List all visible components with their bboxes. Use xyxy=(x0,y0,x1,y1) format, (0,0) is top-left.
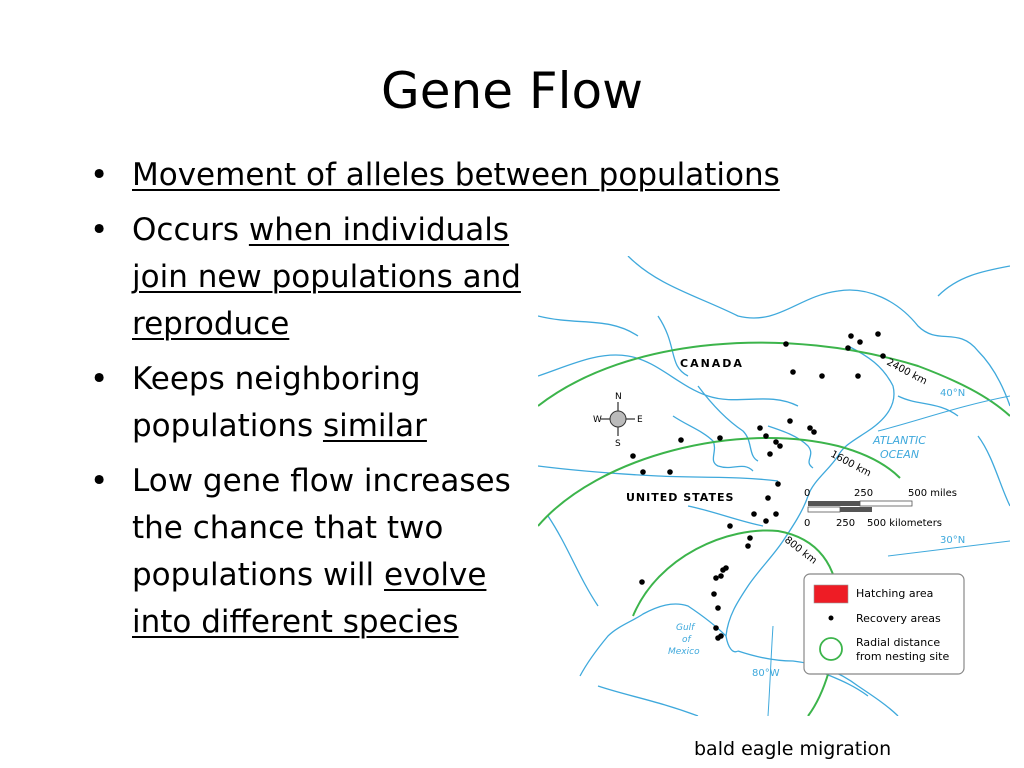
svg-text:E: E xyxy=(637,415,643,425)
recovery-dot xyxy=(773,439,779,445)
recovery-dot xyxy=(880,353,886,359)
map-legend: Hatching area Recovery areas Radial dist… xyxy=(803,573,965,675)
svg-text:N: N xyxy=(615,392,622,402)
label-lon-80: 80°W xyxy=(752,668,780,679)
recovery-dot xyxy=(845,345,851,351)
bullet-item: • Low gene flow increases the chance that… xyxy=(88,458,548,646)
label-canada: CANADA xyxy=(680,357,744,370)
recovery-dot xyxy=(723,565,729,571)
slide-title: Gene Flow xyxy=(381,62,643,120)
recovery-dot xyxy=(875,331,881,337)
recovery-dot xyxy=(765,495,771,501)
recovery-dot xyxy=(667,469,673,475)
label-united-states: UNITED STATES xyxy=(626,491,734,504)
label-mexico: Mexico xyxy=(668,647,700,657)
bullet-dot-icon: • xyxy=(90,463,109,499)
label-lat-40: 40°N xyxy=(940,388,965,399)
recovery-dot xyxy=(757,425,763,431)
bullet-text: Low gene flow increases the chance that … xyxy=(132,463,511,593)
recovery-dot xyxy=(713,575,719,581)
recovery-dot xyxy=(630,453,636,459)
recovery-dot xyxy=(715,605,721,611)
recovery-dot xyxy=(777,443,783,449)
recovery-dot xyxy=(751,511,757,517)
recovery-dot xyxy=(807,425,813,431)
recovery-dot xyxy=(790,369,796,375)
recovery-dot xyxy=(767,451,773,457)
svg-text:S: S xyxy=(615,439,621,449)
svg-text:Recovery areas: Recovery areas xyxy=(856,612,941,625)
recovery-dot xyxy=(848,333,854,339)
underlined-text: similar xyxy=(322,408,427,444)
hatching-swatch xyxy=(813,584,849,604)
recovery-dot xyxy=(745,543,751,549)
recovery-dot xyxy=(713,625,719,631)
label-ring-800: 800 km xyxy=(782,535,819,567)
scale-bar: 0 250 500 miles 0 250 500 kilometers xyxy=(804,488,957,529)
svg-text:0: 0 xyxy=(804,488,810,499)
compass-icon: N S W E xyxy=(593,392,643,449)
bullet-text: Occurs xyxy=(132,212,249,248)
label-ocean: OCEAN xyxy=(880,448,919,461)
recovery-dot xyxy=(718,573,724,579)
bullet-dot-icon: • xyxy=(90,361,109,397)
recovery-dot xyxy=(747,535,753,541)
svg-text:Hatching area: Hatching area xyxy=(856,587,933,600)
recovery-dots xyxy=(630,331,886,641)
label-gulf: Gulf xyxy=(676,623,696,633)
bullet-list: • Movement of alleles between populations… xyxy=(88,152,780,654)
recovery-dot xyxy=(773,511,779,517)
recovery-dot xyxy=(819,373,825,379)
recovery-dot xyxy=(763,433,769,439)
svg-text:500 miles: 500 miles xyxy=(908,488,957,499)
underlined-text: Movement of alleles between populations xyxy=(132,157,780,193)
label-lat-30: 30°N xyxy=(940,535,965,546)
svg-text:500 kilometers: 500 kilometers xyxy=(867,518,942,529)
recovery-dot xyxy=(811,429,817,435)
recovery-dot xyxy=(727,523,733,529)
svg-text:Radial distance: Radial distance xyxy=(856,636,940,649)
bullet-item: • Movement of alleles between populations xyxy=(88,152,932,199)
map-caption: bald eagle migration xyxy=(694,738,892,760)
bullet-dot-icon: • xyxy=(90,212,109,248)
recovery-dot xyxy=(855,373,861,379)
recovery-dot xyxy=(775,481,781,487)
svg-text:250: 250 xyxy=(854,488,873,499)
recovery-dot xyxy=(857,339,863,345)
eagle-migration-map: CANADA UNITED STATES ATLANTIC OCEAN Gulf… xyxy=(538,256,1010,716)
underlined-text: evolve into different species xyxy=(132,557,487,640)
recovery-dot xyxy=(639,579,645,585)
recovery-dot xyxy=(640,469,646,475)
bullet-text: Keeps neighboring populations xyxy=(132,361,421,444)
underlined-text: when individuals join new populations an… xyxy=(132,212,521,342)
recovery-dot xyxy=(717,435,723,441)
recovery-dot xyxy=(718,633,724,639)
label-of: of xyxy=(682,635,693,645)
svg-text:250: 250 xyxy=(836,518,855,529)
label-ring-1600: 1600 km xyxy=(829,449,873,479)
bullet-item: • Occurs when individuals join new popula… xyxy=(88,207,548,348)
recovery-dot xyxy=(783,341,789,347)
svg-text:W: W xyxy=(593,415,602,425)
recovery-dot xyxy=(763,518,769,524)
map-lines xyxy=(538,256,1010,716)
recovery-dot xyxy=(711,591,717,597)
svg-text:0: 0 xyxy=(804,518,810,529)
svg-text:from nesting site: from nesting site xyxy=(856,650,949,663)
bullet-item: • Keeps neighboring populations similar xyxy=(88,356,548,450)
bullet-dot-icon: • xyxy=(90,157,109,193)
recovery-dot xyxy=(678,437,684,443)
recovery-dot xyxy=(787,418,793,424)
label-atlantic: ATLANTIC xyxy=(872,434,926,447)
